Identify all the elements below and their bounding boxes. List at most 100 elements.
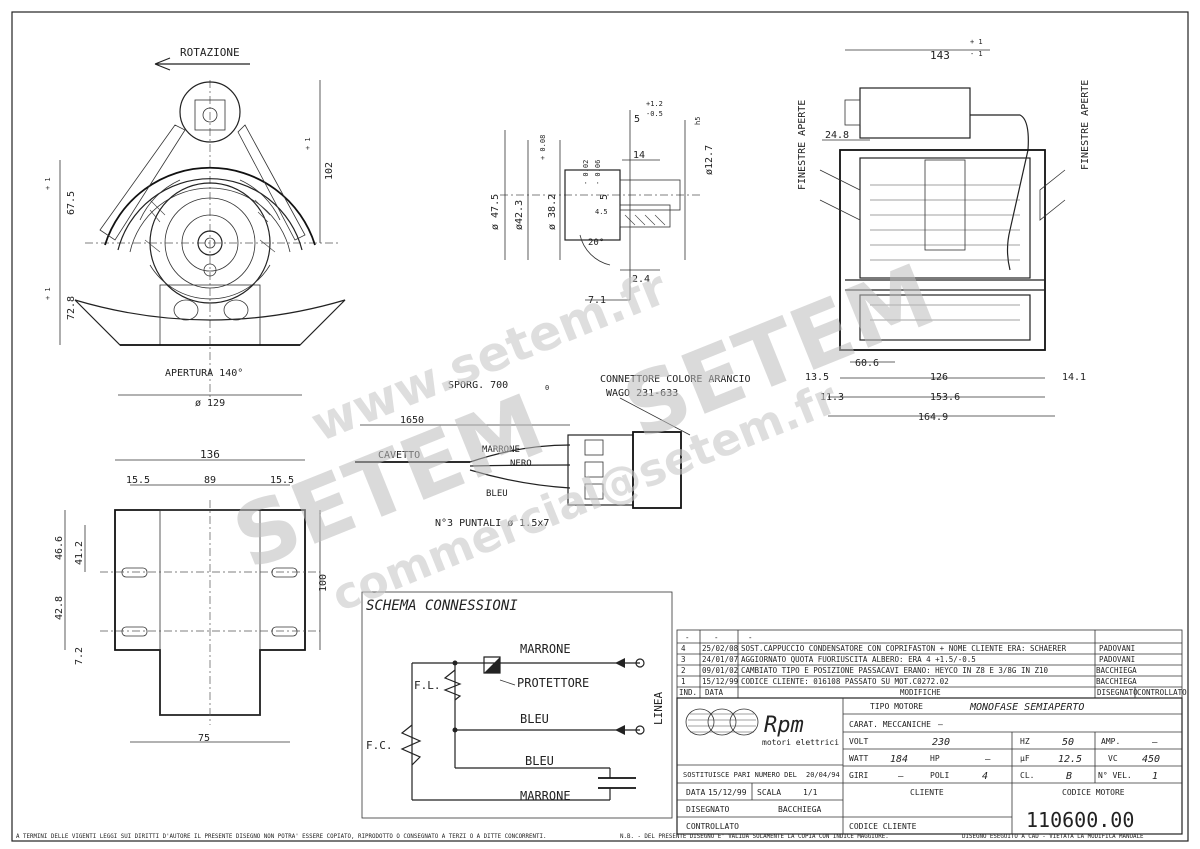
svg-text:7.1: 7.1 bbox=[588, 295, 606, 306]
svg-text:102: 102 bbox=[324, 162, 335, 180]
svg-text:—: — bbox=[1152, 738, 1158, 748]
svg-text:5: 5 bbox=[599, 194, 610, 200]
svg-text:MODIFICHE: MODIFICHE bbox=[900, 688, 941, 697]
svg-text:BACCHIEGA: BACCHIEGA bbox=[1096, 677, 1137, 686]
svg-text:5: 5 bbox=[634, 114, 640, 125]
svg-text:VOLT: VOLT bbox=[849, 737, 868, 746]
svg-text:- 0.06: - 0.06 bbox=[594, 160, 602, 185]
svg-text:CONTROLLATO: CONTROLLATO bbox=[686, 822, 739, 831]
svg-text:25/02/08: 25/02/08 bbox=[702, 644, 739, 653]
svg-text:MONOFASE SEMIAPERTO: MONOFASE SEMIAPERTO bbox=[969, 702, 1084, 713]
schema-title: SCHEMA CONNESSIONI bbox=[366, 598, 518, 614]
svg-text:42.8: 42.8 bbox=[54, 596, 65, 620]
svg-text:CLIENTE: CLIENTE bbox=[910, 788, 944, 797]
svg-text:AMP.: AMP. bbox=[1101, 737, 1120, 746]
svg-text:143: 143 bbox=[930, 49, 950, 62]
svg-text:—: — bbox=[898, 772, 904, 782]
svg-text:N° VEL.: N° VEL. bbox=[1098, 771, 1132, 780]
svg-text:230: 230 bbox=[932, 737, 950, 748]
svg-text:20/04/94: 20/04/94 bbox=[806, 771, 840, 779]
svg-text:-: - bbox=[685, 633, 690, 642]
svg-text:41.2: 41.2 bbox=[74, 541, 85, 565]
svg-text:PADOVANI: PADOVANI bbox=[1099, 644, 1135, 653]
svg-text:CAVETTO: CAVETTO bbox=[378, 450, 420, 461]
sheet-border bbox=[11, 11, 1189, 842]
cable-connector: CONNETTORE COLORE ARANCIO WAGO 231-633 S… bbox=[355, 374, 751, 529]
svg-text:NERO: NERO bbox=[510, 459, 532, 469]
svg-text:SCALA: SCALA bbox=[757, 788, 781, 797]
svg-text:BACCHIEGA: BACCHIEGA bbox=[778, 805, 822, 814]
svg-text:CARAT. MECCANICHE: CARAT. MECCANICHE bbox=[849, 720, 931, 729]
svg-text:PROTETTORE: PROTETTORE bbox=[517, 676, 589, 690]
svg-text:184: 184 bbox=[890, 754, 908, 765]
svg-text:N.B. - DEL PRESENTE DISEGNO E': N.B. - DEL PRESENTE DISEGNO E' VALIDA SO… bbox=[620, 834, 889, 840]
svg-text:CONNETTORE COLORE ARANCIO: CONNETTORE COLORE ARANCIO bbox=[600, 374, 751, 385]
svg-text:7.2: 7.2 bbox=[74, 647, 85, 665]
svg-text:F.L.: F.L. bbox=[414, 679, 441, 692]
svg-text:4.5: 4.5 bbox=[595, 208, 608, 216]
svg-text:2.4: 2.4 bbox=[632, 274, 650, 285]
svg-text:SPORG. 700: SPORG. 700 bbox=[448, 380, 508, 391]
svg-text:B: B bbox=[1066, 771, 1072, 782]
rotation-arrow-icon bbox=[154, 57, 250, 71]
svg-text:15.5: 15.5 bbox=[126, 475, 150, 486]
svg-text:ø 38.2: ø 38.2 bbox=[547, 194, 558, 230]
svg-text:126: 126 bbox=[930, 372, 948, 383]
svg-text:BLEU: BLEU bbox=[520, 712, 549, 726]
svg-text:15.5: 15.5 bbox=[270, 475, 294, 486]
shaft-detail: ø 47.5 ø42.3 + 0.08 ø 38.2 - 0.02 - 0.06… bbox=[490, 100, 715, 306]
svg-text:75: 75 bbox=[198, 733, 210, 744]
svg-text:72.8: 72.8 bbox=[66, 296, 77, 320]
svg-text:- 0.02: - 0.02 bbox=[582, 160, 590, 185]
svg-text:3: 3 bbox=[681, 655, 686, 664]
svg-text:DISEGNATO: DISEGNATO bbox=[1097, 688, 1138, 697]
svg-text:50: 50 bbox=[1062, 737, 1074, 748]
svg-text:24.8: 24.8 bbox=[825, 130, 849, 141]
svg-text:4: 4 bbox=[982, 771, 988, 782]
svg-text:DATA: DATA bbox=[705, 688, 724, 697]
svg-text:μF: μF bbox=[1020, 754, 1030, 763]
svg-text:+1.2: +1.2 bbox=[646, 100, 663, 108]
revision-table: - - - 4 25/02/08 SOST.CAPPUCCIO CONDENSA… bbox=[676, 629, 1187, 699]
svg-text:FINESTRE APERTE: FINESTRE APERTE bbox=[1080, 80, 1091, 170]
svg-text:ø42.3: ø42.3 bbox=[514, 200, 525, 230]
svg-text:CODICE MOTORE: CODICE MOTORE bbox=[1062, 788, 1125, 797]
svg-text:89: 89 bbox=[204, 475, 216, 486]
svg-text:-: - bbox=[748, 633, 753, 642]
svg-text:11.3: 11.3 bbox=[820, 392, 844, 403]
svg-text:SOST.CAPPUCCIO CONDENSATORE CO: SOST.CAPPUCCIO CONDENSATORE CON COPRIFAS… bbox=[741, 644, 1067, 653]
svg-text:1: 1 bbox=[681, 677, 686, 686]
svg-text:15/12/99: 15/12/99 bbox=[708, 788, 747, 797]
svg-text:POLI: POLI bbox=[930, 771, 949, 780]
svg-text:MARRONE: MARRONE bbox=[520, 789, 571, 803]
svg-text:FINESTRE APERTE: FINESTRE APERTE bbox=[797, 100, 808, 190]
svg-text:GIRI: GIRI bbox=[849, 771, 868, 780]
svg-text:CL.: CL. bbox=[1020, 771, 1034, 780]
svg-text:14.1: 14.1 bbox=[1062, 372, 1086, 383]
footer-notes: A TERMINI DELLE VIGENTI LEGGI SUI DIRITT… bbox=[16, 834, 1144, 840]
svg-text:+ 1: + 1 bbox=[304, 137, 312, 150]
svg-text:DATA: DATA bbox=[686, 788, 705, 797]
svg-text:13.5: 13.5 bbox=[805, 372, 829, 383]
front-view: ROTAZIONE bbox=[44, 46, 346, 409]
svg-text:AGGIORNATO QUOTA FUORIUSCITA A: AGGIORNATO QUOTA FUORIUSCITA ALBERO: ERA… bbox=[741, 655, 976, 664]
svg-text:1650: 1650 bbox=[400, 415, 424, 426]
svg-text:+ 1: + 1 bbox=[970, 38, 983, 46]
svg-text:N°3 PUNTALI ø 1.5x7: N°3 PUNTALI ø 1.5x7 bbox=[435, 518, 549, 529]
svg-text:CODICE CLIENTE: CODICE CLIENTE bbox=[849, 822, 917, 831]
svg-text:+ 0.08: + 0.08 bbox=[539, 135, 547, 160]
svg-text:BLEU: BLEU bbox=[525, 754, 554, 768]
svg-text:-0.5: -0.5 bbox=[646, 110, 663, 118]
svg-text:SOSTITUISCE PARI NUMERO DEL: SOSTITUISCE PARI NUMERO DEL bbox=[683, 771, 797, 779]
svg-text:CAMBIATO TIPO E POSIZIONE PASS: CAMBIATO TIPO E POSIZIONE PASSACAVI ERAN… bbox=[741, 666, 1049, 675]
svg-text:PADOVANI: PADOVANI bbox=[1099, 655, 1135, 664]
motor-code: 110600.00 bbox=[1026, 808, 1134, 832]
svg-text:DISEGNATO: DISEGNATO bbox=[686, 805, 730, 814]
svg-text:HZ: HZ bbox=[1020, 737, 1030, 746]
svg-text:164.9: 164.9 bbox=[918, 412, 948, 423]
svg-text:60.6: 60.6 bbox=[855, 358, 879, 369]
svg-text:20°: 20° bbox=[588, 238, 604, 248]
svg-text:1: 1 bbox=[1152, 771, 1158, 782]
svg-text:0: 0 bbox=[545, 384, 549, 392]
svg-text:450: 450 bbox=[1142, 754, 1160, 765]
